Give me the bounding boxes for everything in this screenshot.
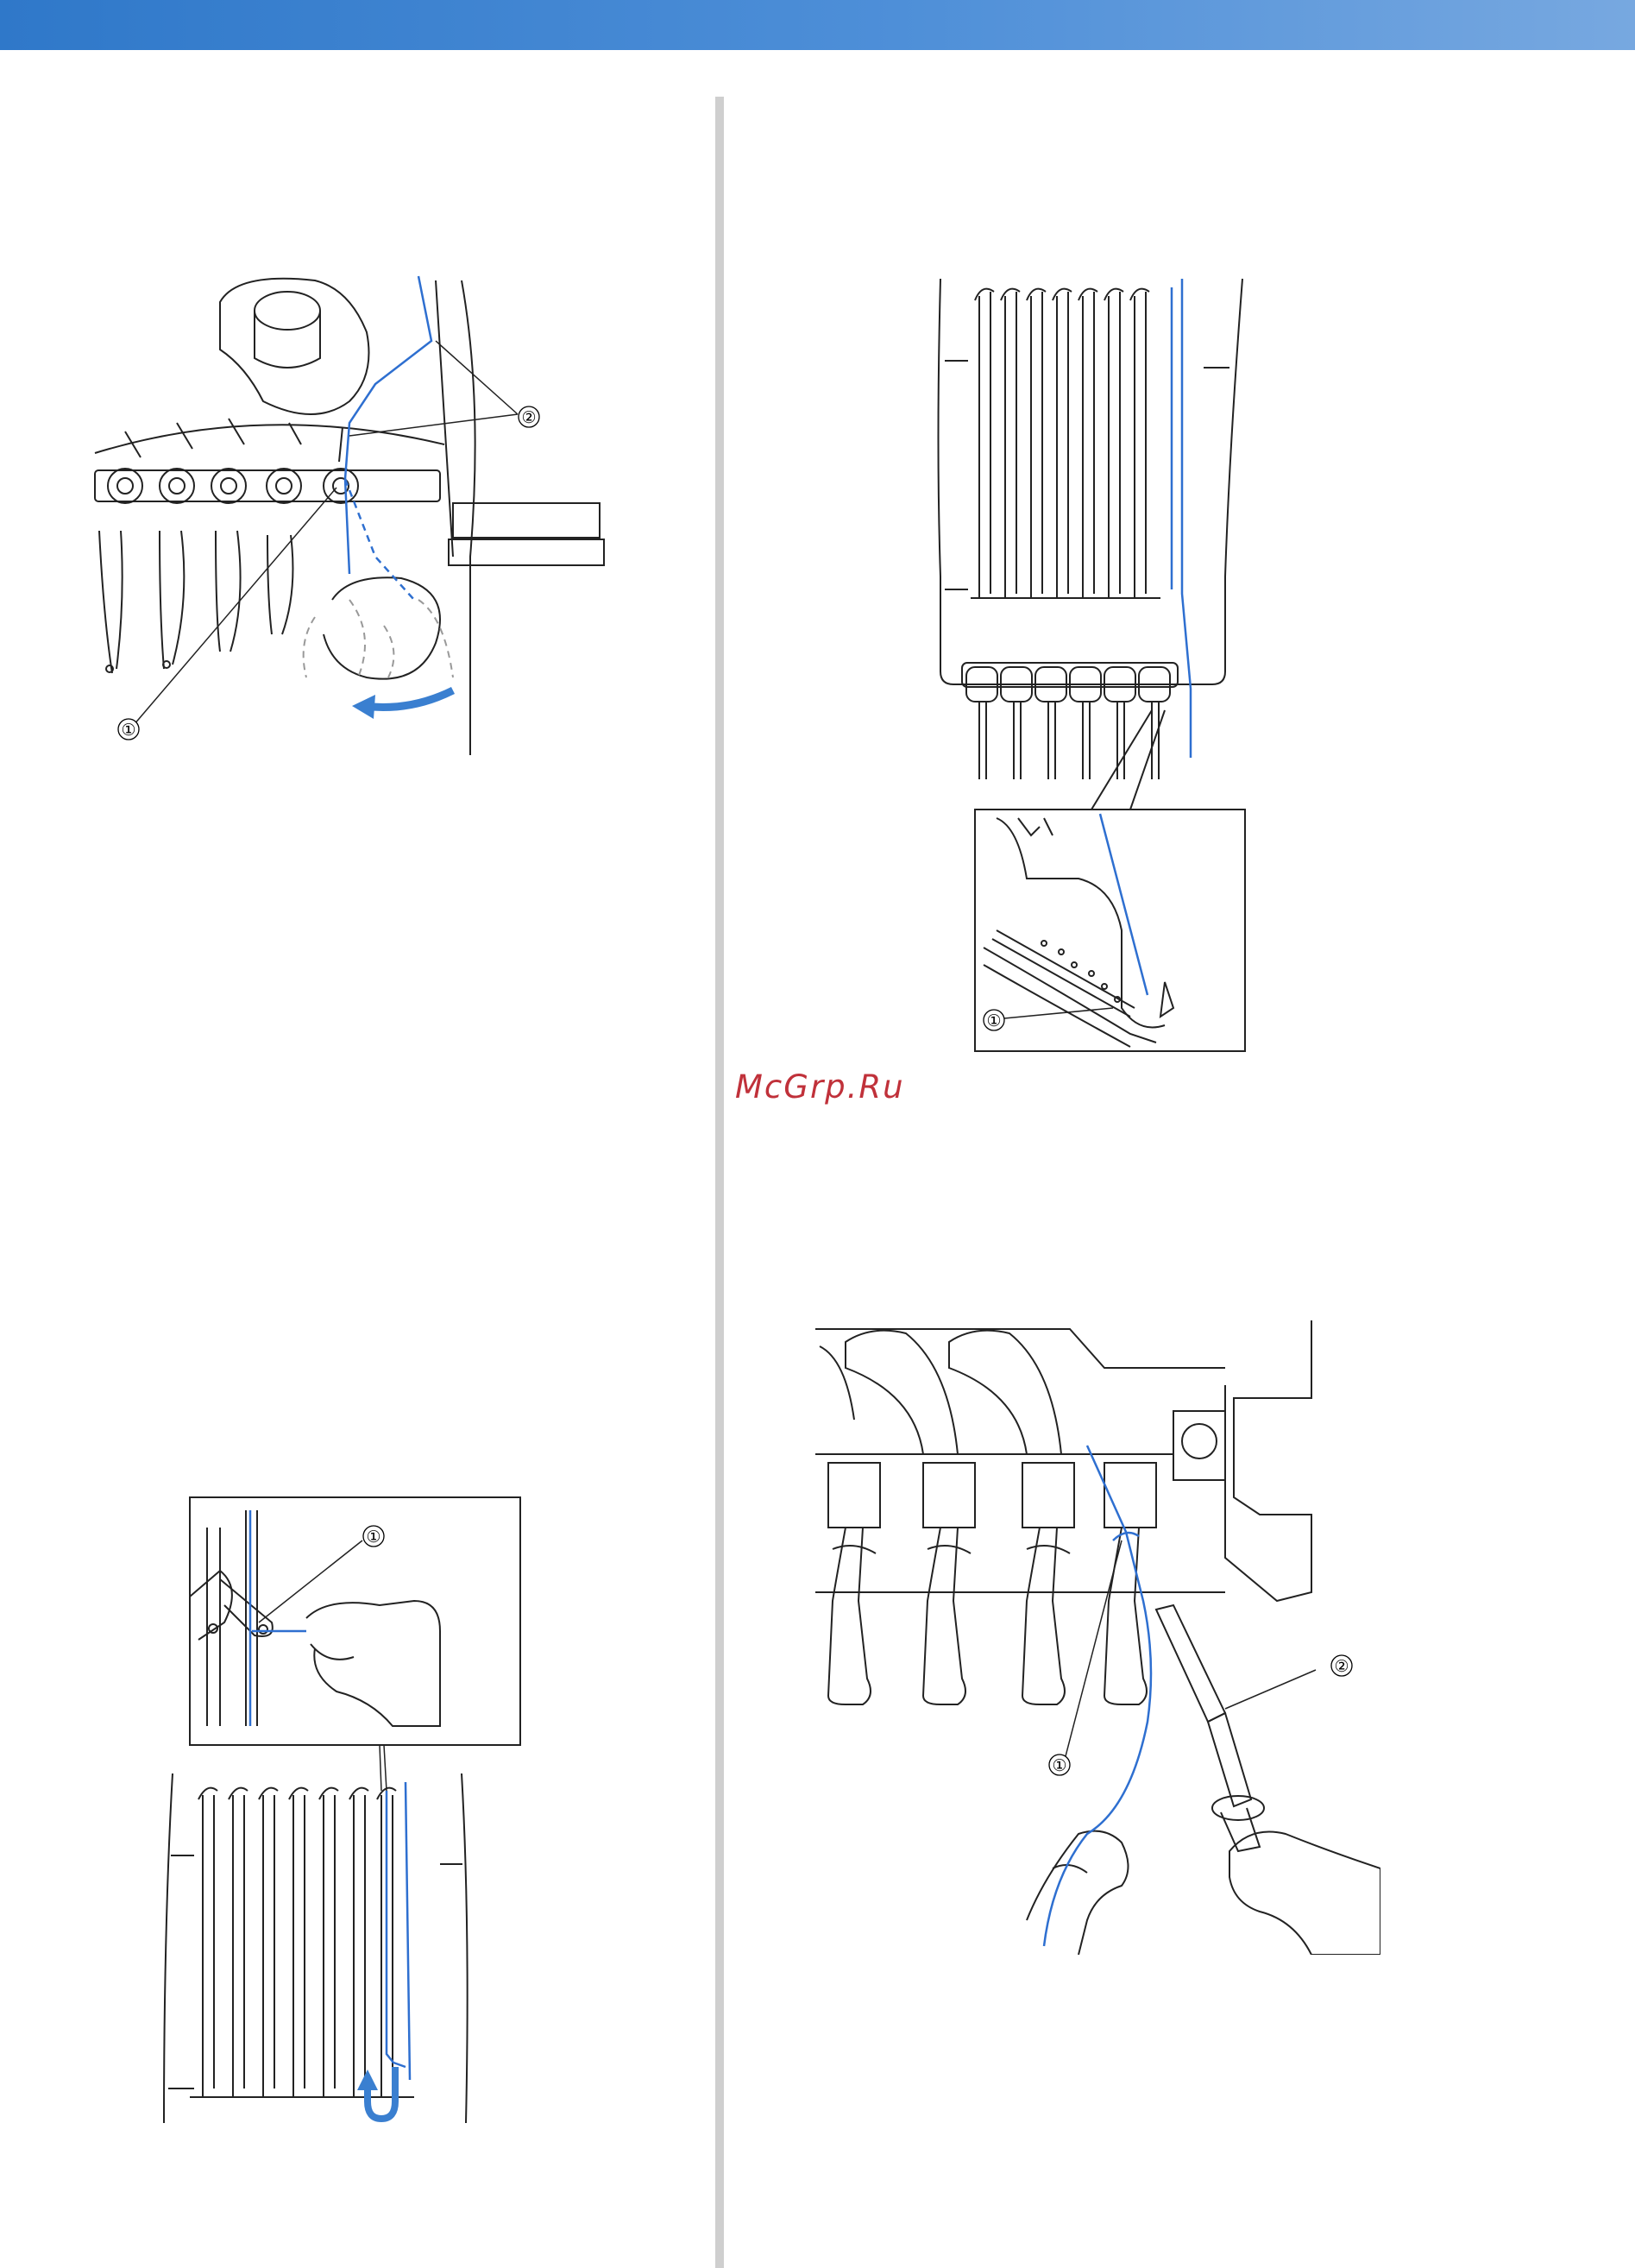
figure-needle-threading: ① ② [794,1316,1380,1955]
callout-2: ② [1334,1657,1349,1676]
column-divider [715,97,724,2268]
callout-1: ① [121,721,135,740]
header-band [0,0,1635,50]
figure-take-up-lever: ① [155,1493,535,2123]
callout-2: ② [521,408,536,427]
figure-needle-bar-guide: ① [932,274,1251,1055]
callout-1: ① [986,1011,1001,1030]
callout-1: ① [1052,1756,1066,1775]
callout-1: ① [366,1528,380,1547]
figure-thread-guides: ① ② [91,272,617,755]
watermark-text: McGrp.Ru [735,1068,905,1106]
